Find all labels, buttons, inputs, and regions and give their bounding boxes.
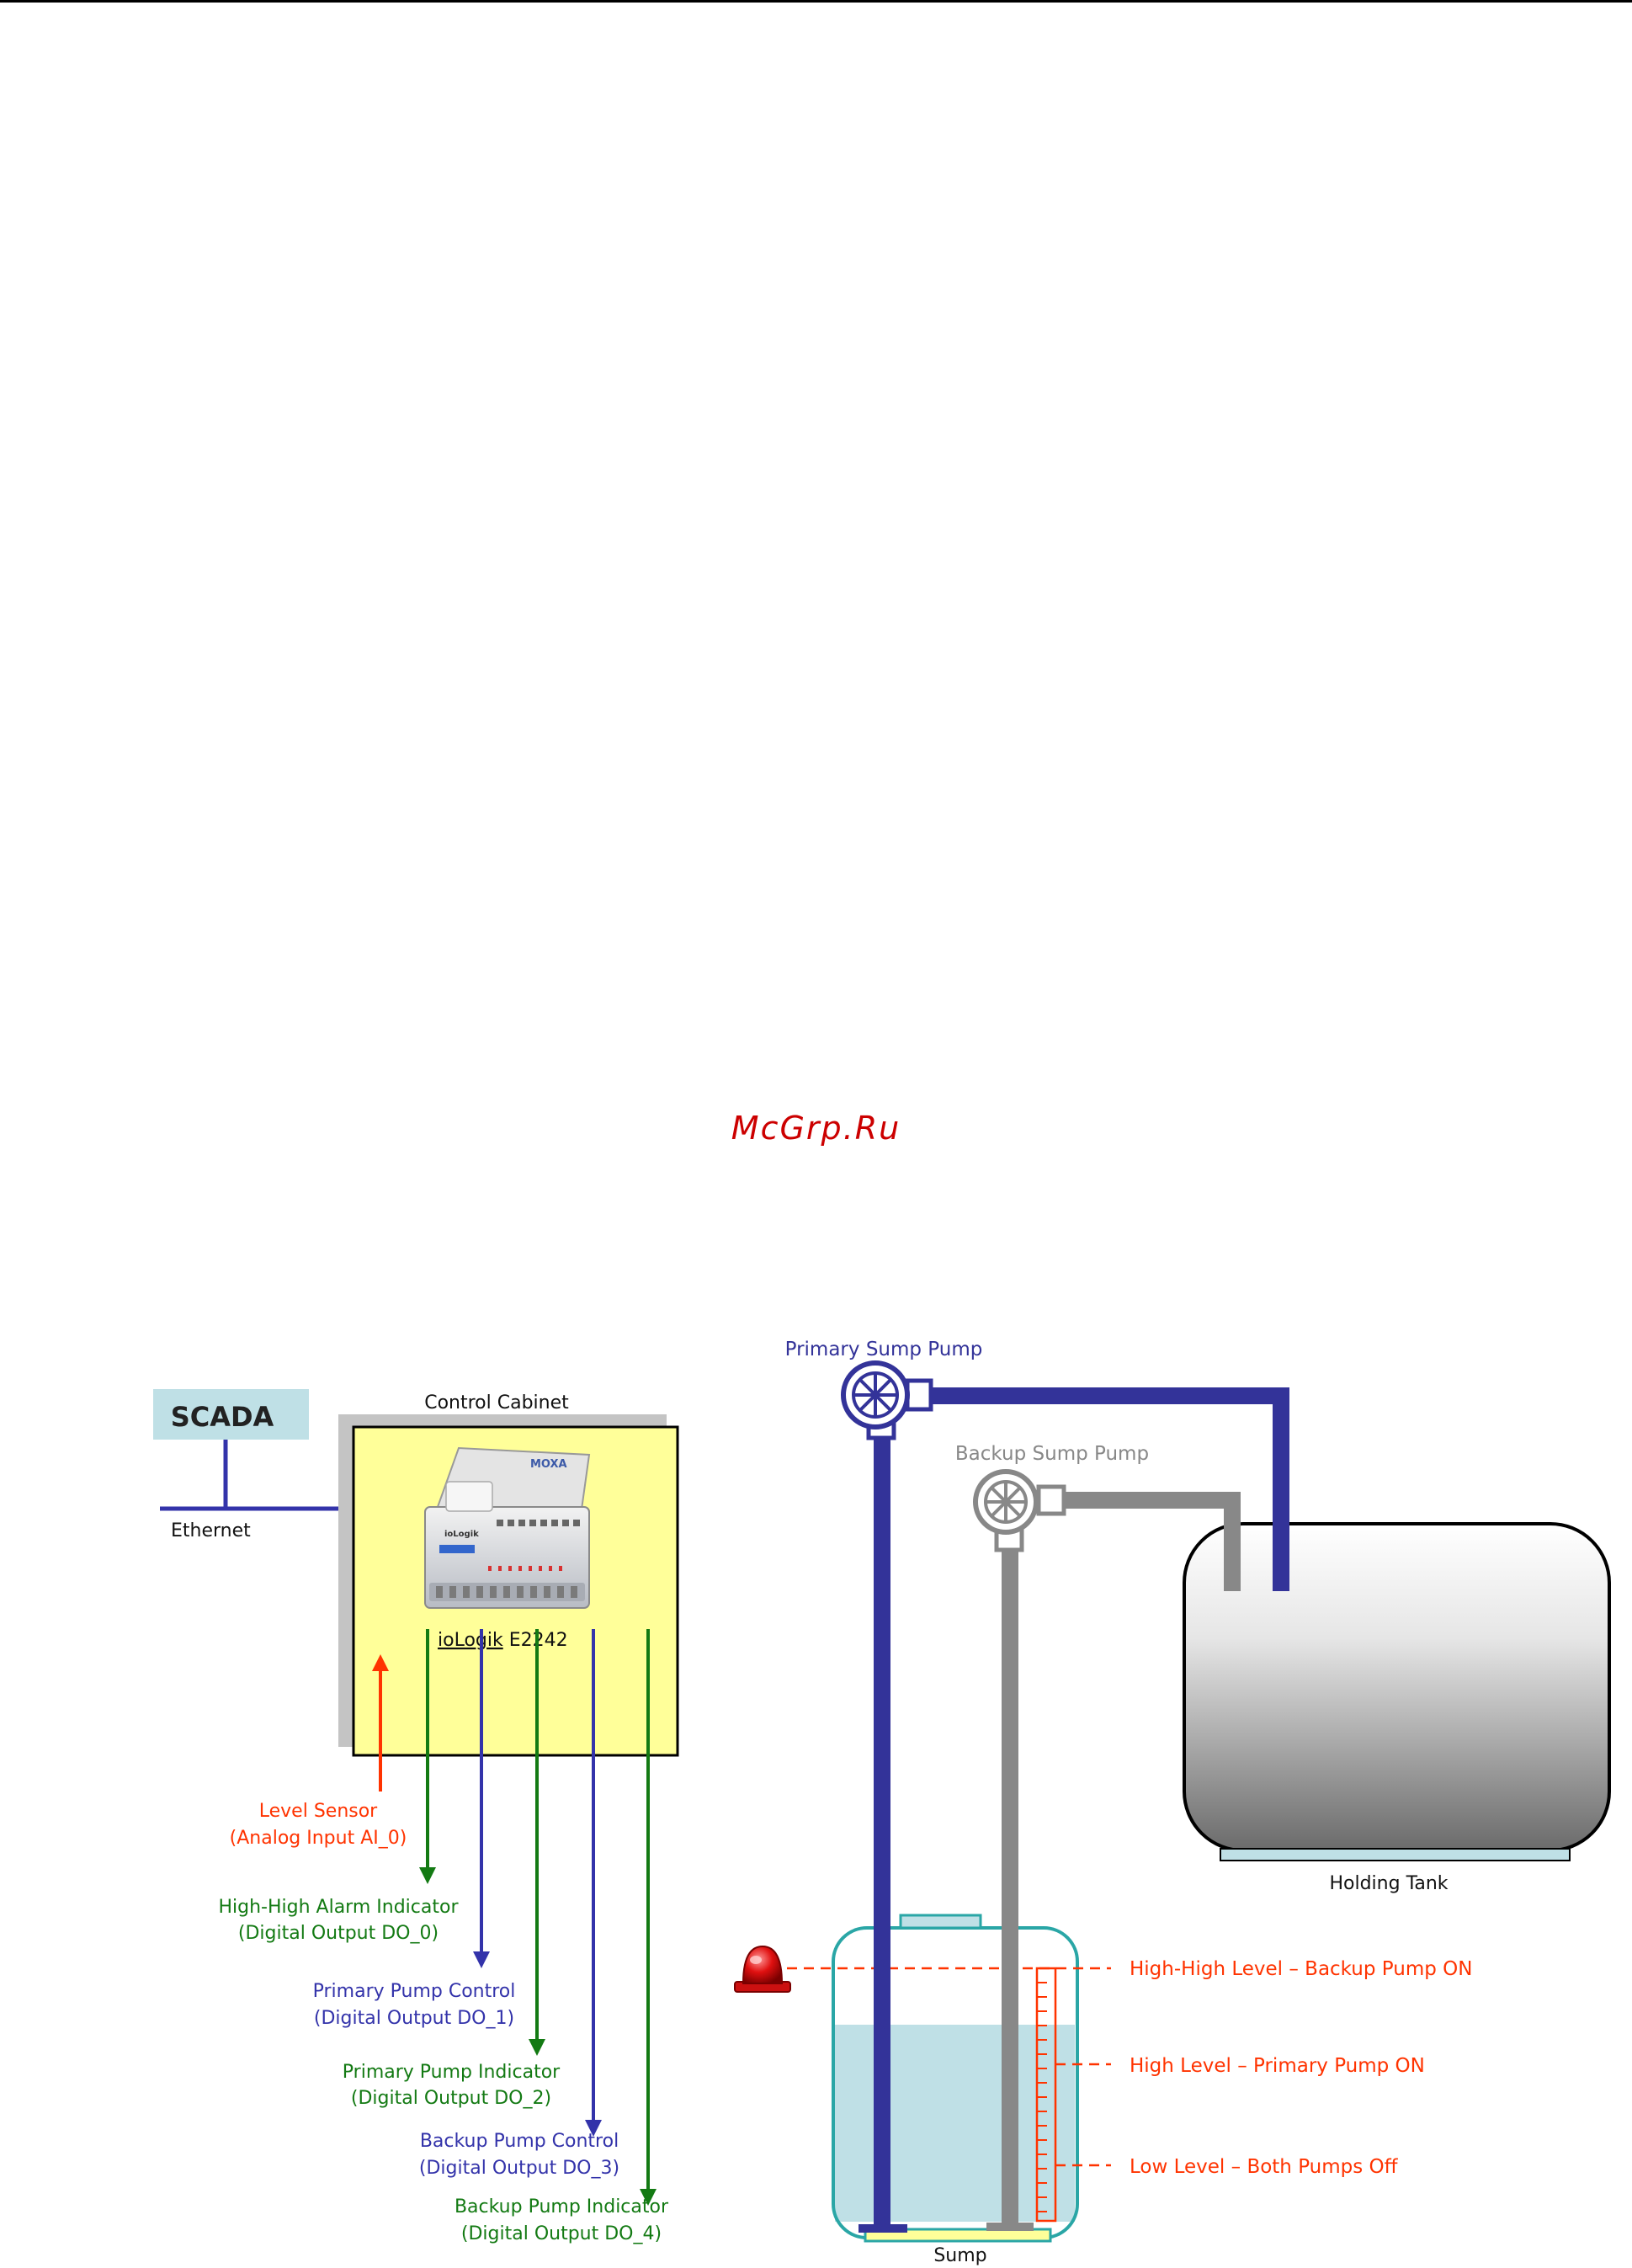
- cabinet-title: Control Cabinet: [424, 1392, 569, 1414]
- primary-pump-label: Primary Sump Pump: [785, 1339, 983, 1360]
- alarm-beacon: [734, 1945, 791, 1993]
- alarm-indicator-label: High-High Alarm Indicator: [218, 1897, 459, 1918]
- scada-label: SCADA: [171, 1401, 274, 1433]
- backup-indicator-channel: (Digital Output DO_4): [461, 2223, 662, 2244]
- primary-pipe: [859, 1387, 1289, 2233]
- alarm-indicator-channel: (Digital Output DO_0): [238, 1923, 439, 1944]
- device-brand-label: MOXA: [530, 1458, 567, 1471]
- high-high-level-label: High-High Level – Backup Pump ON: [1130, 1958, 1472, 1980]
- high-level-label: High Level – Primary Pump ON: [1130, 2055, 1425, 2077]
- sump-base: [864, 2228, 1052, 2243]
- primary-control-label: Primary Pump Control: [313, 1981, 516, 2002]
- backup-control-label: Backup Pump Control: [420, 2131, 619, 2152]
- backup-sump-pump: [973, 1469, 1066, 1552]
- backup-pipe: [986, 1492, 1241, 2231]
- primary-indicator-channel: (Digital Output DO_2): [351, 2088, 551, 2109]
- backup-pump-label: Backup Sump Pump: [955, 1443, 1149, 1465]
- primary-control-channel: (Digital Output DO_1): [314, 2008, 514, 2029]
- backup-indicator-label: Backup Pump Indicator: [455, 2196, 669, 2217]
- primary-sump-pump: [841, 1360, 933, 1440]
- page-top-rule: [0, 0, 1632, 3]
- device-model-label: ioLogik E2242: [438, 1630, 568, 1651]
- watermark: McGrp.Ru: [731, 1110, 901, 1147]
- sump-label: Sump: [933, 2245, 986, 2266]
- sump-lid: [899, 1914, 982, 1930]
- iologik-device: ioLogik MOXA: [424, 1446, 591, 1609]
- scada-box: [153, 1389, 309, 1440]
- backup-control-channel: (Digital Output DO_3): [419, 2158, 619, 2179]
- holding-tank-label: Holding Tank: [1329, 1873, 1448, 1894]
- low-level-label: Low Level – Both Pumps Off: [1130, 2156, 1399, 2178]
- holding-tank-base: [1220, 1848, 1571, 1861]
- ethernet-label: Ethernet: [171, 1520, 251, 1541]
- primary-indicator-label: Primary Pump Indicator: [343, 2062, 561, 2083]
- holding-tank: [1183, 1522, 1611, 1852]
- svg-text:ioLogik: ioLogik: [444, 1530, 479, 1539]
- level-sensor-channel: (Analog Input AI_0): [230, 1828, 407, 1849]
- level-sensor-label: Level Sensor: [259, 1801, 378, 1822]
